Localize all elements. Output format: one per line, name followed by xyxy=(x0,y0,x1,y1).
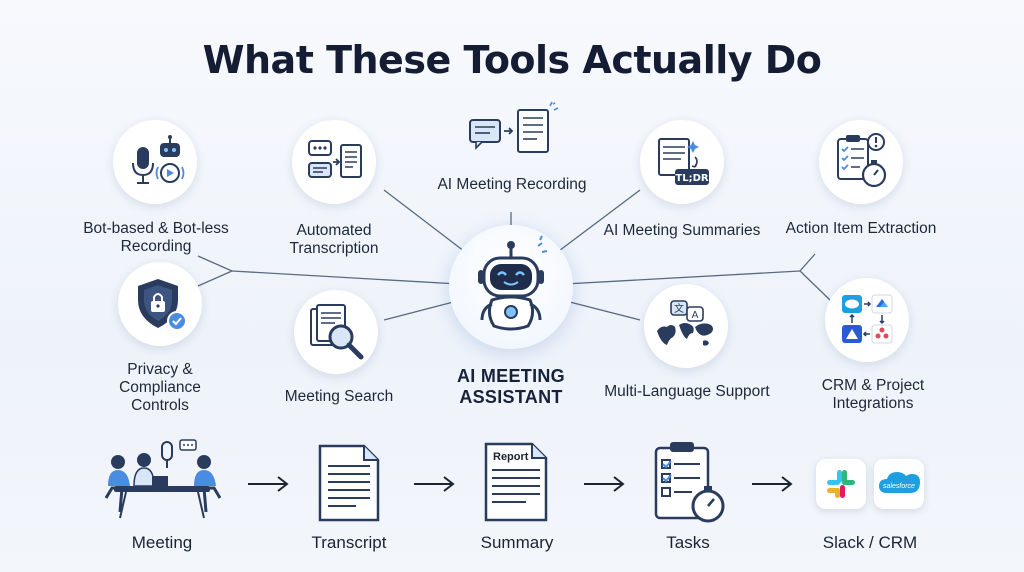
label-summaries: AI Meeting Summaries xyxy=(603,222,761,239)
node-transcription xyxy=(292,120,376,204)
transcript-document-icon xyxy=(318,444,380,522)
label-action-items: Action Item Extraction xyxy=(785,220,937,237)
page-title: What These Tools Actually Do xyxy=(202,38,822,82)
node-multi-language: 文 A xyxy=(644,284,728,368)
workflow-label-summary: Summary xyxy=(480,533,554,552)
center-robot-node xyxy=(449,225,573,349)
document-magnifier-icon xyxy=(310,304,364,360)
chat-to-document-icon xyxy=(308,140,362,178)
salesforce-cloud-icon: salesforce xyxy=(879,472,920,493)
salesforce-logo-tile[interactable]: salesforce xyxy=(874,459,924,509)
svg-text:A: A xyxy=(692,310,699,321)
workflow-tasks-icon xyxy=(652,440,728,526)
label-bot-recording: Bot-based & Bot-less Recording xyxy=(83,220,229,255)
node-crm-integrations xyxy=(825,278,909,362)
meeting-people-icon xyxy=(104,439,222,519)
workflow-transcript-icon xyxy=(316,442,382,524)
arrow-right-icon xyxy=(248,476,289,492)
node-privacy xyxy=(118,262,202,346)
workflow-label-transcript: Transcript xyxy=(311,533,387,552)
node-bot-recording xyxy=(113,120,197,204)
integrations-grid-icon xyxy=(842,294,893,344)
node-ai-recording xyxy=(462,100,562,160)
label-multi-language: Multi-Language Support xyxy=(604,383,770,400)
label-ai-recording: AI Meeting Recording xyxy=(437,176,587,193)
node-summaries: TL;DR xyxy=(640,120,724,204)
chat-to-document-icon xyxy=(469,101,559,153)
checklist-stopwatch-icon xyxy=(837,133,887,188)
shield-lock-icon xyxy=(138,279,187,331)
label-meeting-search: Meeting Search xyxy=(284,388,394,405)
workflow-label-slack-crm: Slack / CRM xyxy=(822,533,918,552)
label-privacy: Privacy & Compliance Controls xyxy=(119,361,201,414)
summary-document-icon: TL;DR xyxy=(658,138,709,185)
salesforce-logo-text: salesforce xyxy=(883,483,915,490)
task-checklist-stopwatch-icon xyxy=(654,442,725,523)
translate-world-map-icon: 文 A xyxy=(657,300,713,346)
label-transcription: Automated Transcription xyxy=(289,222,379,257)
microphone-robot-icon xyxy=(132,135,185,184)
report-document-icon: Report xyxy=(484,442,548,522)
label-crm-integrations: CRM & Project Integrations xyxy=(821,377,925,412)
workflow-summary-icon: Report xyxy=(482,440,552,524)
node-meeting-search xyxy=(294,290,378,374)
node-action-items xyxy=(819,120,903,204)
svg-text:文: 文 xyxy=(674,302,684,315)
center-label: AI MEETING ASSISTANT xyxy=(456,366,565,407)
arrow-right-icon xyxy=(584,476,625,492)
slack-logo-tile[interactable] xyxy=(816,459,866,509)
workflow-meeting-icon xyxy=(96,438,228,524)
arrow-right-icon xyxy=(752,476,793,492)
arrow-right-icon xyxy=(414,476,455,492)
tldr-badge-text: TL;DR xyxy=(675,173,708,184)
workflow-label-meeting: Meeting xyxy=(131,533,193,552)
robot-icon xyxy=(478,235,548,331)
workflow-label-tasks: Tasks xyxy=(666,533,710,552)
slack-logo-icon xyxy=(827,470,855,498)
report-heading-text: Report xyxy=(493,451,529,463)
